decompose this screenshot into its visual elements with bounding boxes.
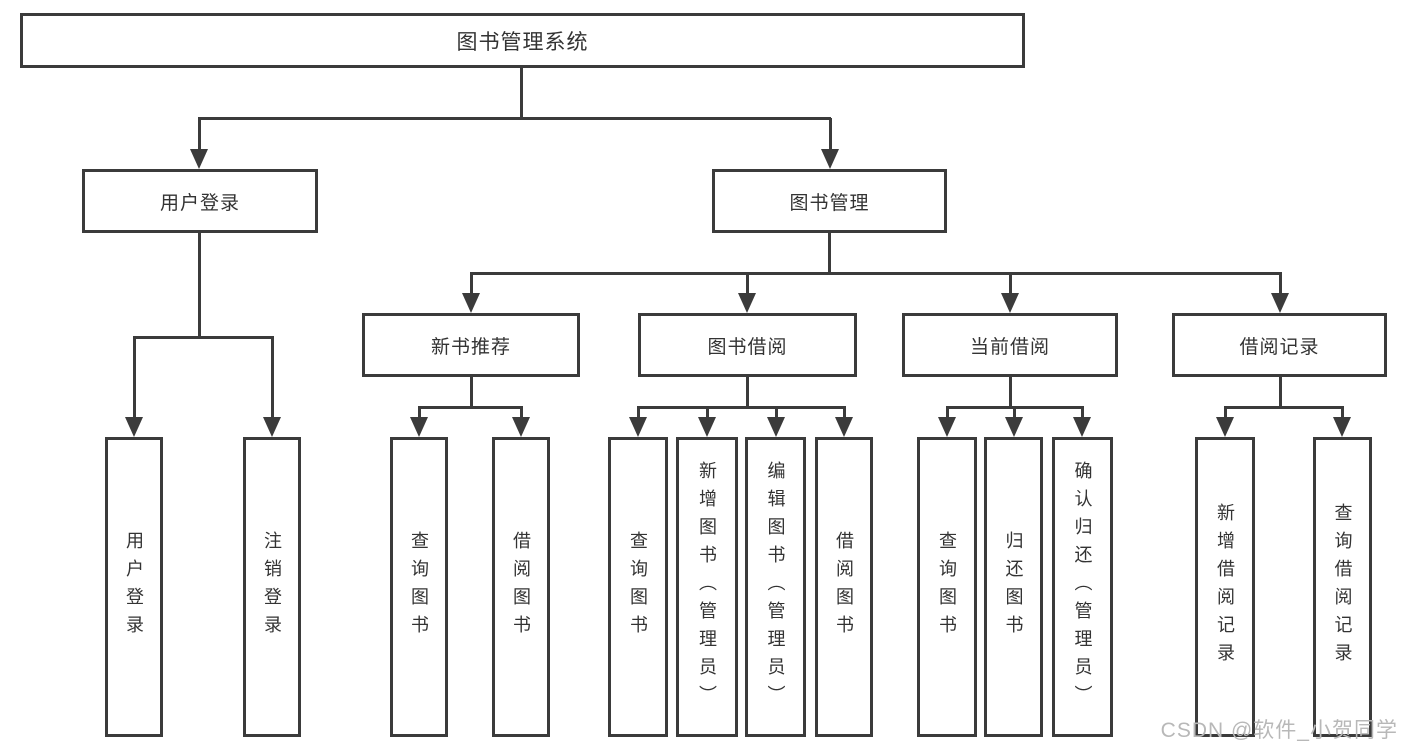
arrow-to-leaf-borrow-query-head	[629, 417, 647, 437]
arrow-to-leaf-user-login-stem	[133, 337, 136, 421]
stem-user-login	[198, 232, 201, 339]
arrow-to-leaf-borrow-query-stem	[637, 407, 640, 421]
arrow-to-leaf-current-return-head	[1005, 417, 1023, 437]
arrow-to-new-book-recommend-stem	[470, 273, 473, 297]
arrow-to-borrow-records-stem	[1279, 273, 1282, 297]
arrow-to-leaf-borrow-add-head	[698, 417, 716, 437]
leaf-recommend-query-books: 查询图书	[390, 437, 448, 737]
bar-borrow-children	[637, 406, 846, 409]
bar-recommend-children	[418, 406, 523, 409]
arrow-to-leaf-borrow-borrow-head	[835, 417, 853, 437]
stem-current-borrow	[1009, 376, 1012, 409]
leaf-current-confirm-return-admin: 确认归还（管理员）	[1052, 437, 1113, 737]
arrow-to-leaf-logout-stem	[271, 337, 274, 421]
arrow-to-borrow-records-head	[1271, 293, 1289, 313]
leaf-borrow-add-books-admin: 新增图书（管理员）	[676, 437, 738, 737]
arrow-to-leaf-borrow-add-stem	[706, 407, 709, 421]
arrow-to-book-borrow-head	[738, 293, 756, 313]
arrow-to-leaf-recommend-borrow-head	[512, 417, 530, 437]
bar-level2	[198, 117, 831, 120]
leaf-borrow-borrow-books: 借阅图书	[815, 437, 873, 737]
leaf-current-return-books: 归还图书	[984, 437, 1043, 737]
arrow-to-book-management-head	[821, 149, 839, 169]
arrow-to-leaf-recommend-query-stem	[418, 407, 421, 421]
arrow-to-user-login-head	[190, 149, 208, 169]
leaf-borrow-query-books: 查询图书	[608, 437, 668, 737]
bar-login-children	[133, 336, 274, 339]
stem-root	[520, 68, 523, 118]
leaf-borrow-edit-books-admin: 编辑图书（管理员）	[745, 437, 806, 737]
arrow-to-book-borrow-stem	[746, 273, 749, 297]
stem-book-management	[828, 232, 831, 275]
arrow-to-leaf-current-confirm-stem	[1081, 407, 1084, 421]
node-book-borrow: 图书借阅	[638, 313, 857, 377]
arrow-to-leaf-current-query-stem	[946, 407, 949, 421]
arrow-to-leaf-borrow-edit-stem	[775, 407, 778, 421]
arrow-to-leaf-recommend-query-head	[410, 417, 428, 437]
bar-level3	[470, 272, 1282, 275]
leaf-current-query-books: 查询图书	[917, 437, 977, 737]
stem-new-book-recommend	[470, 376, 473, 409]
arrow-to-leaf-borrow-borrow-stem	[843, 407, 846, 421]
arrow-to-leaf-recommend-borrow-stem	[520, 407, 523, 421]
node-root-library-system: 图书管理系统	[20, 13, 1025, 68]
arrow-to-leaf-current-return-stem	[1013, 407, 1016, 421]
arrow-to-current-borrow-head	[1001, 293, 1019, 313]
bar-records-children	[1224, 406, 1344, 409]
arrow-to-user-login-stem	[198, 118, 201, 153]
arrow-to-leaf-borrow-edit-head	[767, 417, 785, 437]
leaf-records-query-borrow-record: 查询借阅记录	[1313, 437, 1372, 737]
stem-book-borrow	[746, 376, 749, 409]
node-new-book-recommend: 新书推荐	[362, 313, 580, 377]
node-current-borrow: 当前借阅	[902, 313, 1118, 377]
arrow-to-leaf-current-query-head	[938, 417, 956, 437]
arrow-to-current-borrow-stem	[1009, 273, 1012, 297]
leaf-logout: 注销登录	[243, 437, 301, 737]
arrow-to-leaf-records-query-stem	[1341, 407, 1344, 421]
arrow-to-leaf-logout-head	[263, 417, 281, 437]
arrow-to-leaf-records-add-head	[1216, 417, 1234, 437]
arrow-to-leaf-user-login-head	[125, 417, 143, 437]
leaf-user-login: 用户登录	[105, 437, 163, 737]
leaf-records-add-borrow-record: 新增借阅记录	[1195, 437, 1255, 737]
watermark: CSDN @软件_小贺同学	[1160, 719, 1398, 742]
arrow-to-book-management-stem	[829, 118, 832, 153]
arrow-to-leaf-current-confirm-head	[1073, 417, 1091, 437]
node-book-management: 图书管理	[712, 169, 947, 233]
node-borrow-records: 借阅记录	[1172, 313, 1387, 377]
arrow-to-leaf-records-add-stem	[1224, 407, 1227, 421]
leaf-recommend-borrow-books: 借阅图书	[492, 437, 550, 737]
arrow-to-leaf-records-query-head	[1333, 417, 1351, 437]
stem-borrow-records	[1279, 376, 1282, 409]
arrow-to-new-book-recommend-head	[462, 293, 480, 313]
node-user-login: 用户登录	[82, 169, 318, 233]
